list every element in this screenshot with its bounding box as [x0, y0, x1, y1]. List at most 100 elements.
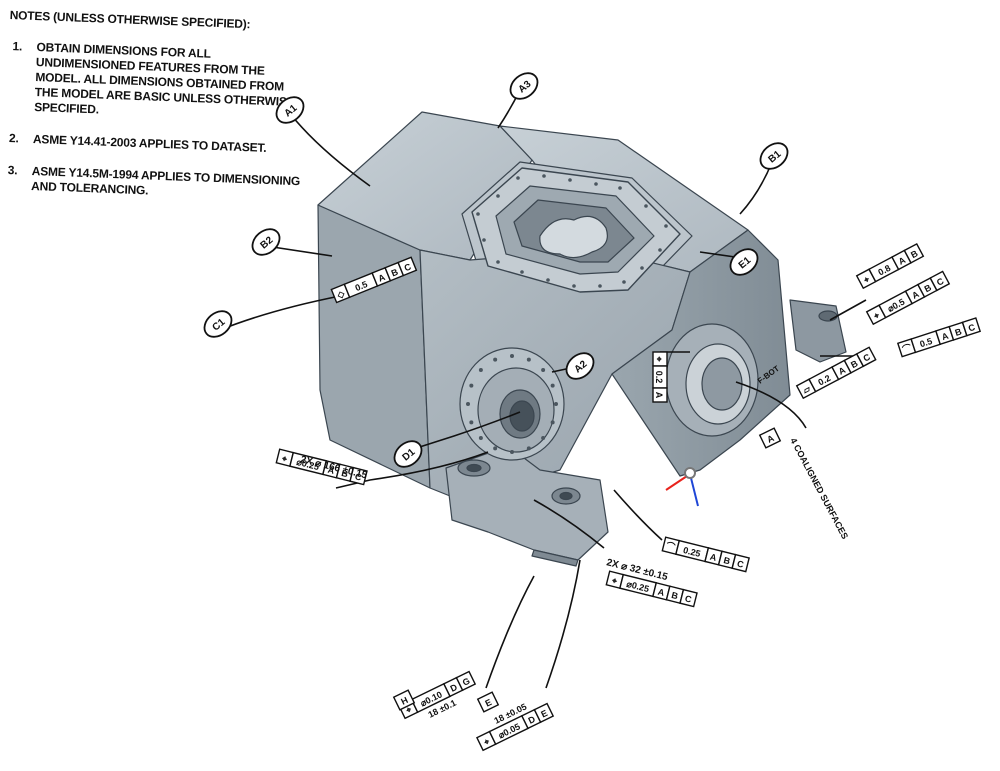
- fcf-cell-text: B: [340, 468, 349, 479]
- part-details: [466, 174, 668, 454]
- datum-bubble: A1: [275, 96, 305, 124]
- cover-bolt-hole: [664, 224, 668, 228]
- datum-bubble: D1: [393, 440, 423, 468]
- cover-bolt-hole: [598, 284, 602, 288]
- fcf-cell-text: B: [390, 267, 400, 279]
- flange-bolt-hole: [469, 420, 474, 425]
- fcf-cell-text: ⌖: [481, 736, 492, 748]
- flange-bolt-hole: [466, 402, 470, 406]
- cover-bolt-hole: [496, 260, 500, 264]
- datum-bubble: A3: [509, 72, 539, 100]
- leader-lines: [219, 89, 867, 689]
- fcf-cell-text: A: [377, 272, 387, 284]
- fcf-cell-text: A: [654, 392, 664, 399]
- fcf-cell-text: ⌒: [664, 540, 677, 553]
- cover-bolt-hole: [644, 204, 648, 208]
- fcf-cell-text: C: [967, 322, 977, 334]
- cover-bolt-hole: [546, 278, 550, 282]
- fcf-cell-text: ⌖: [610, 575, 619, 586]
- datum-letter-box: A: [758, 427, 782, 449]
- flange-bolt-hole: [493, 446, 498, 451]
- fcf-bore-vertical: ⌖ 0.2A: [652, 351, 668, 403]
- flange-bolt-hole: [510, 450, 514, 454]
- fcf-cell-text: C: [403, 261, 413, 273]
- fcf-cell-text: A: [657, 587, 666, 598]
- flange-bolt-hole: [541, 435, 546, 440]
- fcf-cell-text: G: [461, 676, 472, 688]
- fcf-cell-text: A: [327, 465, 336, 476]
- fcf-cell-text: ⌖: [403, 704, 414, 716]
- datum-bubble: A2: [565, 352, 595, 380]
- flange-bolt-hole: [554, 402, 558, 406]
- front-bore-flange[interactable]: [459, 347, 565, 461]
- fcf-cell-text: E: [539, 708, 549, 720]
- fcf-cell-text: B: [722, 555, 731, 566]
- fcf-cell-text: 0.5: [918, 336, 933, 349]
- fcf-cell-text: ⌒: [900, 341, 914, 355]
- fcf-cell-text: A: [837, 365, 848, 377]
- fcf-cell-text: C: [684, 593, 693, 604]
- cover-bolt-hole: [618, 186, 622, 190]
- datum-bubble: B1: [759, 142, 789, 170]
- mounting-lug-front[interactable]: [445, 445, 609, 567]
- datum-letter: H: [399, 695, 409, 707]
- coordinate-triad[interactable]: [665, 467, 699, 507]
- cover-bolt-hole: [568, 178, 572, 182]
- flange-bolt-hole: [550, 420, 555, 425]
- top-cover-flange[interactable]: [471, 167, 681, 293]
- fcf-cell-text: 0.2: [654, 371, 664, 384]
- datum-bubble: E1: [729, 248, 759, 276]
- cover-bolt-hole: [542, 174, 546, 178]
- coaligned-surfaces-note: 4 COALIGNED SURFACES: [788, 436, 850, 540]
- flange-bolt-hole: [550, 383, 555, 388]
- cover-bolt-hole: [594, 182, 598, 186]
- mounting-lug-right[interactable]: [789, 299, 847, 363]
- fcf-cell-text: ⌖: [654, 355, 664, 362]
- fcf-right-top: ⌖0.8AB: [855, 242, 925, 290]
- datum-letter-box: E: [476, 691, 500, 713]
- cover-bolt-hole: [516, 176, 520, 180]
- fcf-cell-text: C: [736, 558, 745, 569]
- fcf-cell-text: C: [861, 351, 872, 363]
- datum-bubble: B2: [251, 228, 281, 256]
- flange-bolt-hole: [510, 354, 514, 358]
- fcf-cell-text: B: [909, 248, 920, 260]
- flange-bolt-hole: [526, 357, 531, 362]
- flange-bolt-hole: [493, 357, 498, 362]
- fcf-cell-text: ⌖: [861, 274, 872, 286]
- right-bore-boss[interactable]: [665, 323, 759, 437]
- fcf-cell-text: 0.25: [682, 545, 701, 559]
- fcf-cell-text: A: [897, 255, 908, 267]
- fcf-cell-text: C: [935, 276, 946, 288]
- cover-bolt-hole: [622, 280, 626, 284]
- fcf-cell-text: C: [354, 471, 363, 482]
- fcf-cell-text: A: [940, 331, 950, 343]
- fcf-cell-text: ⌖: [280, 453, 289, 464]
- fcf-cell-text: D: [449, 682, 460, 694]
- fcf-cell-text: D: [527, 714, 538, 726]
- datum-letter-box: H: [392, 689, 416, 711]
- cover-bolt-hole: [658, 248, 662, 252]
- flange-bolt-hole: [478, 368, 483, 373]
- datum-letter: A: [765, 433, 776, 445]
- cover-bolt-hole: [572, 284, 576, 288]
- fcf-cell-text: B: [923, 282, 934, 294]
- cover-bolt-hole: [520, 270, 524, 274]
- housing-part[interactable]: [317, 111, 847, 567]
- fcf-cell-text: 0.5: [354, 279, 369, 293]
- fcf-cell-text: B: [954, 326, 964, 338]
- datum-letter: E: [484, 697, 494, 709]
- datum-bubble: C1: [203, 310, 233, 338]
- fcf-cell-text: B: [670, 590, 679, 601]
- flange-bolt-hole: [469, 383, 474, 388]
- cover-bolt-hole: [496, 194, 500, 198]
